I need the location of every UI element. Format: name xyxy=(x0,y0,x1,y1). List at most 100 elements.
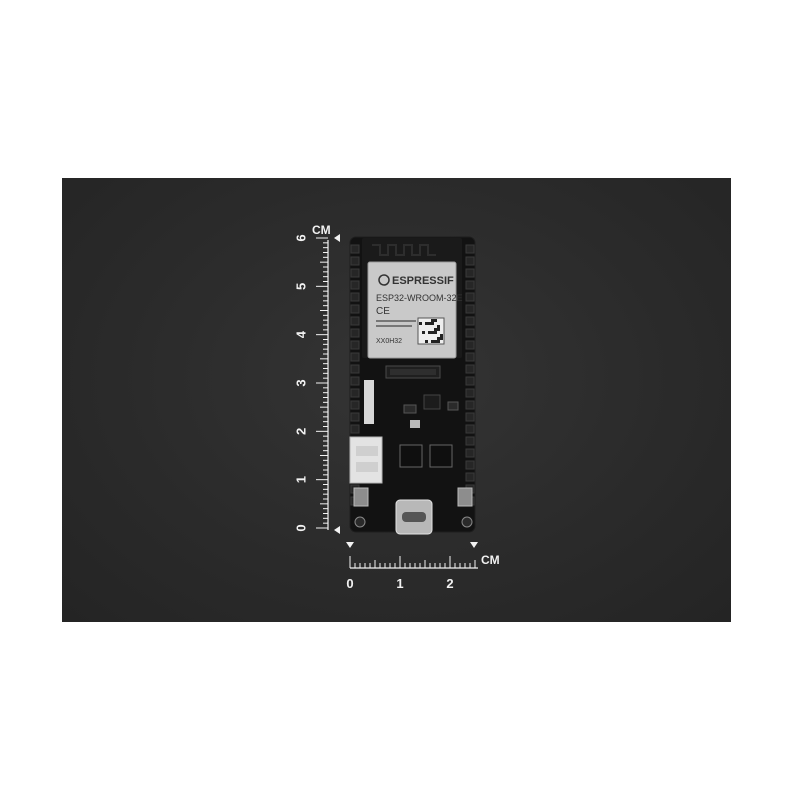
qr-module xyxy=(431,319,434,322)
header-pin xyxy=(465,460,475,470)
header-pin xyxy=(350,268,360,278)
qr-module xyxy=(437,340,440,343)
mounting-hole xyxy=(461,516,473,528)
ce-mark: CE xyxy=(376,306,390,317)
qr-module xyxy=(434,331,437,334)
vertical-ruler-label: 3 xyxy=(293,379,308,386)
qr-module xyxy=(434,328,437,331)
module-code: XX0H32 xyxy=(376,338,402,345)
qr-module xyxy=(431,322,434,325)
horizontal-ruler-label: 0 xyxy=(346,576,353,591)
header-pin xyxy=(350,304,360,314)
vertical-ruler-bottom-arrow xyxy=(334,526,340,534)
qr-module xyxy=(425,322,428,325)
qr-module xyxy=(437,337,440,340)
vertical-ruler-label: 2 xyxy=(293,428,308,435)
module-brand: ESPRESSIF xyxy=(392,275,454,287)
boot-button xyxy=(353,487,369,507)
qr-module xyxy=(428,322,431,325)
usb-c-opening xyxy=(402,512,426,522)
header-pin xyxy=(350,256,360,266)
vertical-ruler-label: 0 xyxy=(293,524,308,531)
qr-module xyxy=(422,331,425,334)
vertical-ruler-ticks xyxy=(316,237,328,529)
jst-pin-slot xyxy=(356,446,378,456)
jst-battery-connector xyxy=(349,436,383,484)
antenna-trace xyxy=(372,244,436,256)
header-pin xyxy=(465,376,475,386)
qr-module xyxy=(431,340,434,343)
header-pin xyxy=(350,400,360,410)
espressif-logo-icon xyxy=(378,274,390,286)
header-pin xyxy=(350,352,360,362)
header-pin xyxy=(465,448,475,458)
fpc-connector-slot xyxy=(390,369,436,375)
header-pin xyxy=(350,280,360,290)
qr-module xyxy=(425,340,428,343)
smd-component xyxy=(403,404,417,414)
horizontal-ruler-right-arrow xyxy=(470,542,478,548)
header-pin xyxy=(465,244,475,254)
header-pin xyxy=(465,388,475,398)
qr-module xyxy=(428,331,431,334)
header-pin xyxy=(465,304,475,314)
horizontal-ruler-label: 2 xyxy=(446,576,453,591)
jst-pin-slot xyxy=(356,462,378,472)
smd-led xyxy=(410,420,420,428)
qr-module xyxy=(437,325,440,328)
vertical-ruler-label: 1 xyxy=(293,476,308,483)
mounting-hole xyxy=(354,516,366,528)
horizontal-ruler-ticks xyxy=(349,556,476,568)
vertical-ruler-labels: 0 1 2 3 4 5 6 xyxy=(293,234,308,531)
smd-component xyxy=(447,401,459,411)
header-pin xyxy=(465,280,475,290)
module-fine-print xyxy=(376,325,412,327)
header-pin xyxy=(465,472,475,482)
header-pin xyxy=(350,388,360,398)
module-model: ESP32-WROOM-32E xyxy=(376,293,463,303)
silkscreen-label xyxy=(364,380,374,424)
header-pin xyxy=(350,376,360,386)
header-pin xyxy=(350,412,360,422)
header-pin xyxy=(465,328,475,338)
usb-ic xyxy=(429,444,453,468)
header-pin xyxy=(350,292,360,302)
header-pin xyxy=(465,292,475,302)
power-ic xyxy=(399,444,423,468)
vertical-ruler-label: 4 xyxy=(293,330,308,338)
qr-module xyxy=(440,334,443,337)
header-pin xyxy=(465,316,475,326)
vertical-ruler-label: 6 xyxy=(293,234,308,241)
horizontal-ruler-left-arrow xyxy=(346,542,354,548)
module-fine-print xyxy=(376,320,416,322)
qr-module xyxy=(434,340,437,343)
reset-button xyxy=(457,487,473,507)
horizontal-ruler-label: 1 xyxy=(396,576,403,591)
header-pin xyxy=(465,400,475,410)
header-pin xyxy=(465,340,475,350)
vertical-ruler: 0 1 2 3 4 5 6 xyxy=(293,234,340,534)
header-pin xyxy=(350,244,360,254)
vertical-ruler-label: 5 xyxy=(293,283,308,290)
header-pin xyxy=(350,424,360,434)
header-pin xyxy=(350,340,360,350)
header-pin xyxy=(465,268,475,278)
header-pin xyxy=(465,256,475,266)
header-pin xyxy=(465,436,475,446)
horizontal-ruler-unit: CM xyxy=(481,553,500,567)
vertical-ruler-top-arrow xyxy=(334,234,340,242)
horizontal-ruler-labels: 0 1 2 xyxy=(346,576,453,591)
qr-module xyxy=(440,337,443,340)
header-pin xyxy=(350,316,360,326)
header-pin xyxy=(350,364,360,374)
header-pin xyxy=(465,352,475,362)
horizontal-ruler: 0 1 2 xyxy=(346,542,478,591)
header-pin xyxy=(465,412,475,422)
qr-module xyxy=(431,331,434,334)
header-pin xyxy=(465,424,475,434)
qr-module xyxy=(419,322,422,325)
esp32-dev-board: ESPRESSIF ESP32-WROOM-32E CE XX0H32 xyxy=(349,236,476,535)
smd-ic xyxy=(423,394,441,410)
qr-module xyxy=(434,319,437,322)
